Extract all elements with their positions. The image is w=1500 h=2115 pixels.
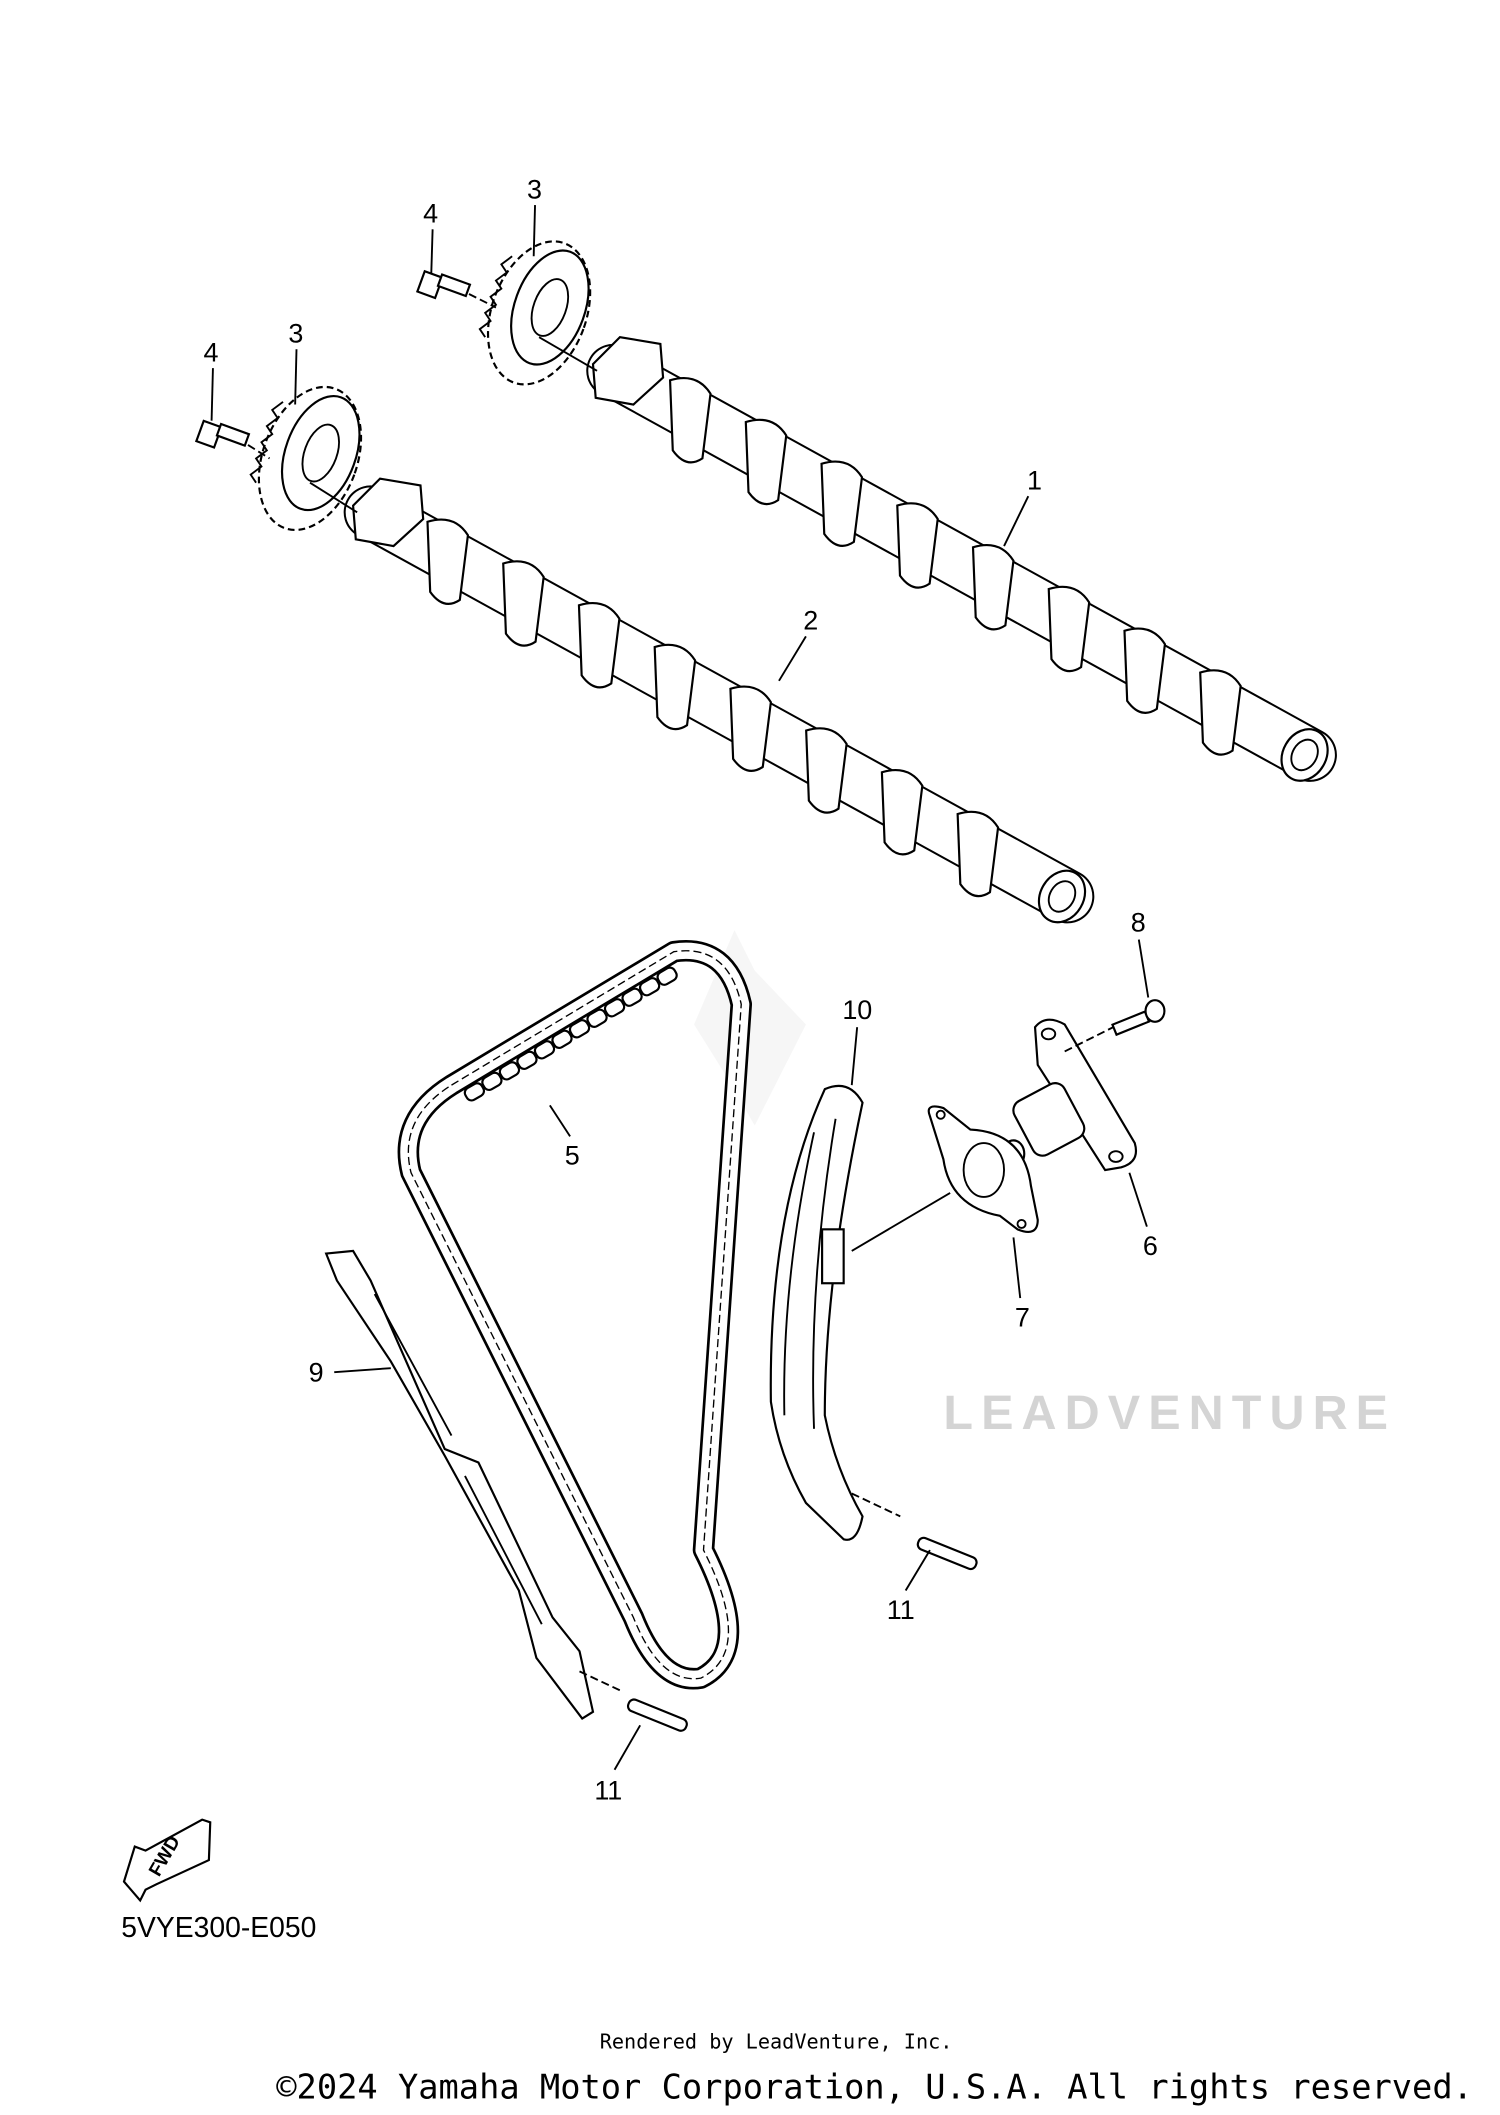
copyright-footer: ©2024 Yamaha Motor Corporation, U.S.A. A…: [276, 2068, 1473, 2107]
fwd-arrow-icon: FWD: [122, 1818, 212, 1903]
callout-leaders: [210, 205, 1150, 1771]
tensioner-gasket[interactable]: [927, 1105, 1039, 1233]
chain-link: [481, 1071, 503, 1092]
sprocket-bolt-upper[interactable]: [415, 269, 497, 309]
cam-lobe: [744, 418, 788, 506]
cam-lobe: [502, 560, 545, 647]
camshaft-1[interactable]: [586, 335, 1337, 789]
camshaft-sprocket-lower[interactable]: [240, 373, 379, 545]
cam-lobe: [805, 727, 848, 814]
cam-lobe: [668, 376, 712, 464]
callout-5[interactable]: 5: [565, 1141, 580, 1171]
chain-link: [586, 1008, 608, 1028]
chain-link: [638, 977, 661, 997]
cam-lobe: [971, 543, 1015, 631]
cam-lobe: [1047, 585, 1091, 673]
chain-tensioner-guide-10[interactable]: [769, 1084, 951, 1541]
cam-lobe: [880, 768, 924, 856]
cam-lobe: [1199, 669, 1242, 756]
chain-link: [498, 1061, 521, 1081]
tensioner-bolt[interactable]: [1111, 999, 1166, 1037]
rendered-by-footer: Rendered by LeadVenture, Inc.: [600, 2030, 953, 2054]
chain-link: [533, 1040, 556, 1060]
sprocket-bolt-lower[interactable]: [194, 419, 271, 460]
callout-11b[interactable]: 11: [594, 1775, 622, 1805]
chain-link: [551, 1029, 573, 1049]
cam-chain[interactable]: [397, 940, 753, 1690]
cam-lobe: [426, 518, 470, 605]
callout-8[interactable]: 8: [1131, 907, 1146, 937]
chain-link: [463, 1082, 486, 1102]
callout-6[interactable]: 6: [1143, 1231, 1158, 1261]
cam-lobe: [896, 502, 939, 589]
chain-link: [603, 998, 626, 1018]
callout-10[interactable]: 10: [842, 995, 872, 1025]
callout-2[interactable]: 2: [803, 606, 818, 636]
chain-link: [568, 1019, 591, 1039]
callout-11a[interactable]: 11: [887, 1595, 915, 1625]
chain-link: [621, 987, 643, 1007]
guide-pin-lower[interactable]: [626, 1698, 688, 1732]
callout-7[interactable]: 7: [1015, 1302, 1030, 1332]
callout-1[interactable]: 1: [1027, 465, 1042, 495]
cam-chain-tensioner[interactable]: [1001, 1018, 1138, 1172]
cam-lobe: [729, 685, 772, 772]
camshaft-2[interactable]: [343, 477, 1095, 931]
chain-guide-9[interactable]: [324, 1249, 624, 1720]
chain-link: [516, 1050, 538, 1070]
camshaft-sprocket-upper[interactable]: [469, 227, 608, 399]
guide-pin-upper[interactable]: [916, 1536, 978, 1571]
cam-lobe: [577, 601, 621, 689]
diagram-code: 5VYE300-E050: [121, 1911, 316, 1943]
callout-9[interactable]: 9: [309, 1358, 324, 1388]
cam-lobe: [956, 810, 1000, 898]
callout-4a[interactable]: 4: [423, 199, 438, 229]
cam-lobe: [653, 643, 697, 731]
callout-4b[interactable]: 4: [204, 337, 219, 367]
cam-lobe: [820, 460, 864, 547]
callout-3a[interactable]: 3: [527, 174, 542, 204]
watermark-text: LEADVENTURE: [943, 1386, 1396, 1440]
chain-link: [656, 966, 678, 986]
callout-3b[interactable]: 3: [288, 319, 303, 349]
cam-lobe: [1123, 627, 1167, 714]
